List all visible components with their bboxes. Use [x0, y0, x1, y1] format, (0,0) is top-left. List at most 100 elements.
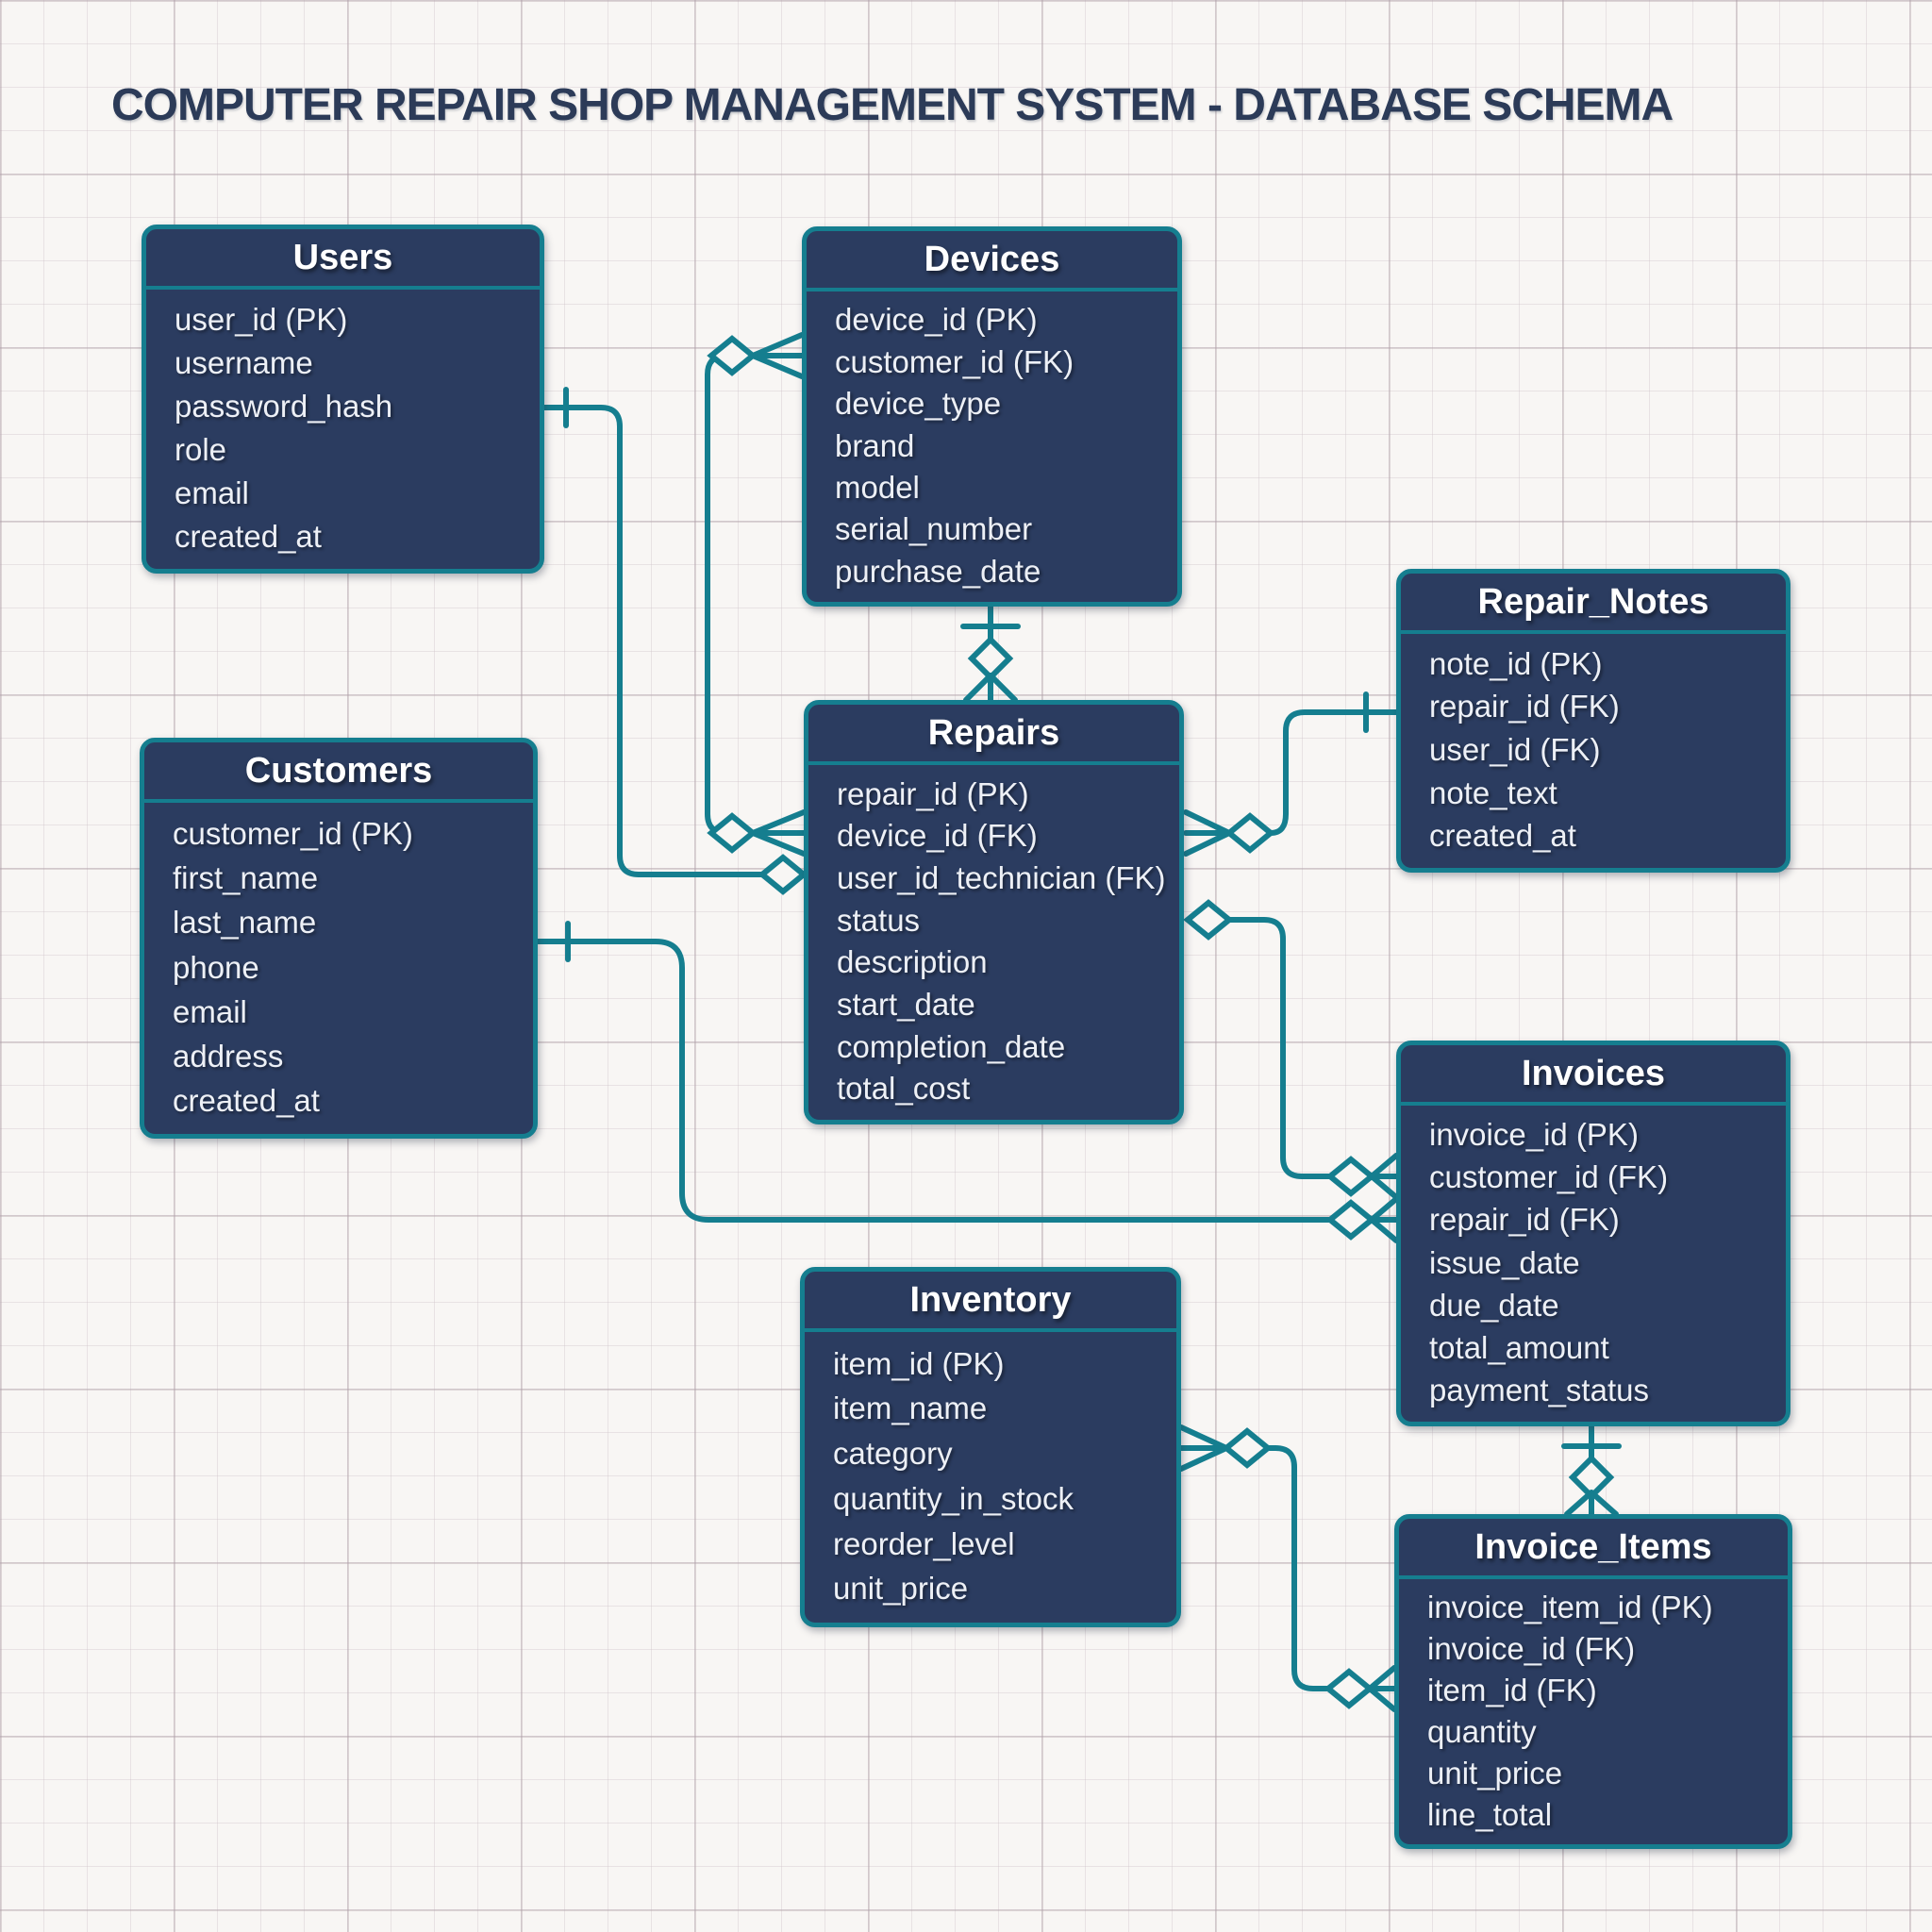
field-row: created_at: [173, 1082, 320, 1118]
entity-fields: item_id (PK) item_name category quantity_in…: [805, 1332, 1176, 1623]
diamond-icon: [1224, 812, 1275, 854]
field-row: last_name: [173, 905, 317, 941]
entity-title: Customers: [144, 742, 533, 803]
field-row: total_cost: [837, 1071, 971, 1107]
entity-title: Invoice_Items: [1399, 1519, 1788, 1579]
field-row: created_at: [1429, 818, 1576, 854]
field-row: serial_number: [835, 511, 1033, 547]
field-row: email: [175, 475, 249, 510]
crows-foot-icon: [750, 809, 807, 857]
field-row: category: [833, 1436, 953, 1472]
field-row: invoice_id (PK): [1429, 1117, 1639, 1153]
entity-title: Users: [146, 229, 540, 290]
field-row: first_name: [173, 860, 319, 896]
rel-repairs-repairnotes: [1183, 691, 1399, 857]
field-row: customer_id (FK): [1429, 1159, 1669, 1195]
rel-customers-invoices: [535, 921, 1399, 1243]
rel-inventory-invoiceitems: [1178, 1424, 1397, 1712]
field-row: user_id_technician (FK): [837, 859, 1166, 895]
field-row: item_name: [833, 1391, 988, 1426]
field-row: payment_status: [1429, 1372, 1649, 1407]
field-row: invoice_item_id (PK): [1427, 1590, 1713, 1624]
field-row: purchase_date: [835, 553, 1041, 589]
diamond-icon: [1324, 1668, 1374, 1709]
entity-invoice-items: Invoice_Items invoice_item_id (PK)invoic…: [1394, 1514, 1792, 1849]
diamond-icon: [707, 812, 758, 854]
crows-foot-icon: [1369, 1196, 1399, 1243]
crows-foot-icon: [750, 332, 805, 379]
field-row: unit_price: [833, 1571, 969, 1607]
field-row: user_id (PK): [175, 302, 348, 337]
rel-line: [541, 405, 765, 877]
crows-foot-icon: [1564, 1490, 1619, 1517]
field-row: description: [837, 944, 988, 980]
entity-fields: repair_id (PK) device_id (FK) user_id_tech…: [808, 765, 1179, 1120]
field-row: item_id (PK): [833, 1345, 1005, 1381]
field-row: start_date: [837, 986, 975, 1022]
field-row: role: [175, 432, 227, 467]
field-row: completion_date: [837, 1028, 1066, 1064]
field-row: quantity_in_stock: [833, 1480, 1074, 1516]
field-row: reorder_level: [833, 1525, 1015, 1561]
entity-repair-notes: Repair_Notes note_id (PK) repair_id (FK) u…: [1396, 569, 1790, 873]
entity-devices: Devices device_id (PK)customer_id (FK)de…: [802, 226, 1182, 607]
rel-line: [1268, 709, 1399, 836]
rel-line: [1226, 917, 1333, 1179]
entity-fields: note_id (PK) repair_id (FK) user_id (FK) no…: [1401, 634, 1786, 868]
field-row: invoice_id (FK): [1427, 1631, 1636, 1666]
rel-invoices-invoiceitems: [1561, 1424, 1622, 1517]
field-row: username: [175, 345, 313, 380]
field-row: user_id (FK): [1429, 731, 1601, 767]
field-row: status: [837, 902, 921, 938]
field-row: created_at: [175, 519, 322, 554]
field-row: line_total: [1427, 1797, 1553, 1832]
crows-foot-icon: [1369, 1153, 1399, 1200]
crows-foot-icon: [1367, 1665, 1397, 1712]
diamond-icon: [1183, 899, 1234, 941]
diamond-icon: [758, 854, 808, 895]
field-row: issue_date: [1429, 1244, 1580, 1280]
diamond-icon: [1222, 1427, 1273, 1469]
rel-devices-repairs-side: [705, 332, 807, 857]
entity-title: Inventory: [805, 1272, 1176, 1332]
entity-title: Invoices: [1401, 1045, 1786, 1106]
diamond-icon: [1325, 1156, 1376, 1197]
diamond-icon: [967, 635, 1014, 682]
crows-foot-icon: [1183, 809, 1232, 857]
field-row: item_id (FK): [1427, 1673, 1597, 1707]
entity-fields: invoice_item_id (PK) invoice_id (FK) item_…: [1399, 1579, 1788, 1845]
field-row: total_amount: [1429, 1329, 1609, 1365]
field-row: phone: [173, 949, 259, 985]
entity-title: Devices: [807, 231, 1177, 291]
field-row: repair_id (FK): [1429, 689, 1620, 724]
field-row: note_text: [1429, 774, 1557, 810]
diamond-icon: [1325, 1199, 1376, 1241]
rel-users-repairs: [541, 387, 808, 895]
field-row: unit_price: [1427, 1756, 1563, 1790]
page-title: COMPUTER REPAIR SHOP MANAGEMENT SYSTEM -…: [111, 80, 1674, 130]
rel-line: [1265, 1445, 1331, 1691]
field-row: email: [173, 993, 247, 1029]
field-row: note_id (PK): [1429, 645, 1603, 681]
field-row: device_type: [835, 386, 1002, 422]
field-row: brand: [835, 427, 915, 463]
field-row: due_date: [1429, 1287, 1559, 1323]
entity-title: Repairs: [808, 705, 1179, 765]
field-row: repair_id (FK): [1429, 1202, 1620, 1238]
field-row: password_hash: [175, 389, 393, 424]
crows-foot-icon: [963, 673, 1018, 703]
crows-foot-icon: [1178, 1424, 1229, 1472]
field-row: model: [835, 469, 920, 505]
rel-repairs-invoices: [1183, 899, 1399, 1200]
entity-fields: device_id (PK)customer_id (FK)device_typ…: [807, 291, 1177, 602]
entity-title: Repair_Notes: [1401, 574, 1786, 634]
field-row: quantity: [1427, 1714, 1537, 1749]
field-row: device_id (FK): [837, 818, 1038, 854]
field-row: repair_id (PK): [837, 775, 1029, 811]
